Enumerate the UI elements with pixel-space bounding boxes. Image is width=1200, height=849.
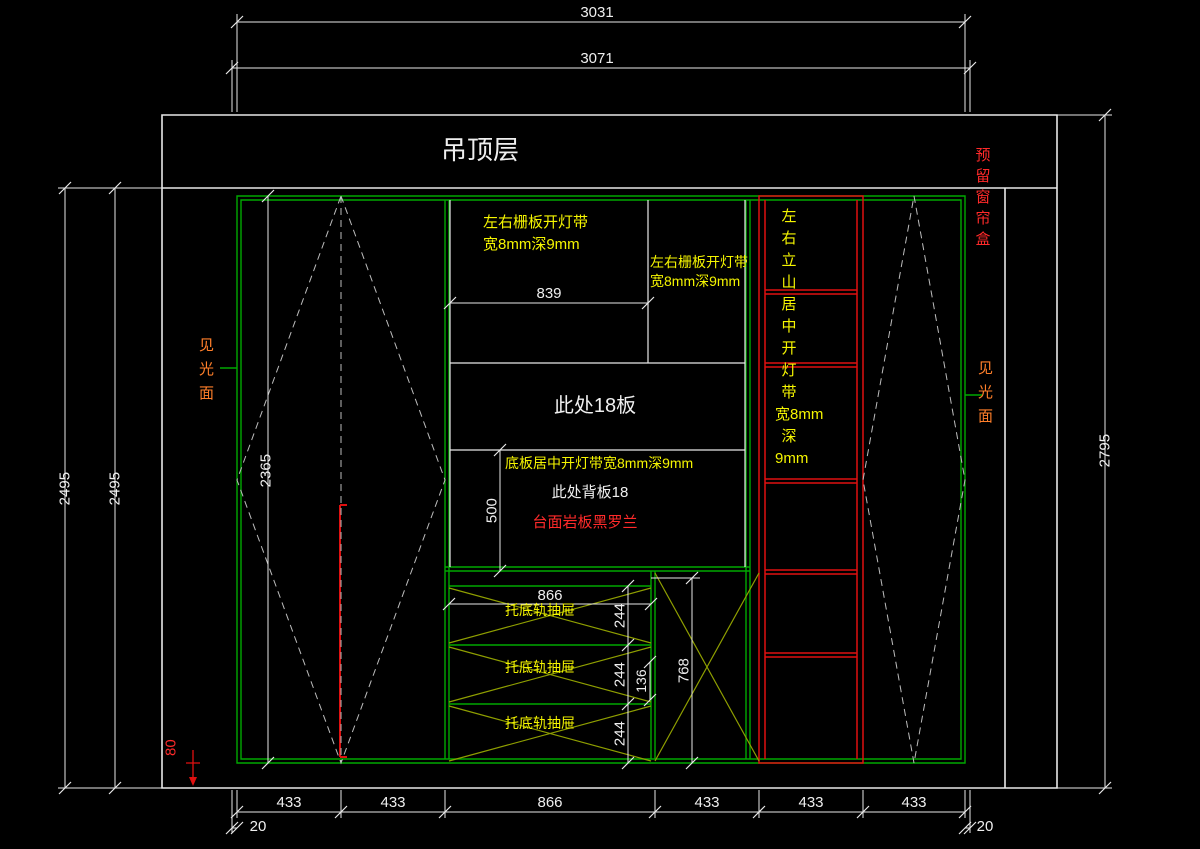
drawer-label-3: 托底轨抽屉 — [505, 715, 575, 731]
dim-bottom-5: 433 — [798, 794, 824, 811]
door-swing-dashed — [236, 194, 966, 765]
light-face-left-note: 见 光 面 — [199, 337, 215, 402]
lamp-strip-note-1: 左右栅板开灯带 宽8mm深9mm — [483, 214, 589, 253]
door-handle-line — [339, 504, 347, 758]
dim-bottom-2: 433 — [380, 794, 406, 811]
drawer-label-1: 托底轨抽屉 — [505, 602, 575, 618]
dimension-ticks — [58, 15, 1112, 835]
dim-80: 80 — [162, 739, 180, 756]
red-tall-cabinet — [186, 195, 864, 786]
dim-2495-outer: 2495 — [56, 471, 74, 506]
drawer-diagonals — [448, 572, 760, 762]
light-face-right-note: 见 光 面 — [978, 360, 994, 425]
dim-244-3: 244 — [611, 721, 629, 747]
countertop-note: 台面岩板黑罗兰 — [532, 514, 638, 531]
dim-2795: 2795 — [1096, 433, 1114, 468]
bottom-lamp-strip-note: 底板居中开灯带宽8mm深9mm — [505, 455, 694, 471]
panel-18-note: 此处18板 — [553, 395, 637, 417]
shelf-boxes — [449, 200, 746, 567]
dim-bottom-3: 866 — [537, 794, 563, 811]
cabinet-carcass — [220, 195, 982, 764]
curtain-box-note: 预 留 窗 帘 盒 — [975, 147, 991, 248]
dim-136: 136 — [632, 669, 649, 693]
dim-3071: 3071 — [580, 50, 614, 67]
dim-bottom-1: 433 — [276, 794, 302, 811]
drawer-label-2: 托底轨抽屉 — [505, 659, 575, 675]
dim-bottom-4: 433 — [694, 794, 720, 811]
toe-kick-arrow — [189, 777, 197, 786]
ceiling-layer-label: 吊顶层 — [440, 135, 519, 165]
side-lamp-strip-note: 左 右 立 山 居 中 开 灯 带 宽8mm 深 9mm — [775, 208, 824, 467]
dim-2495-inner: 2495 — [106, 471, 124, 506]
dim-20-right: 20 — [976, 818, 994, 835]
dim-20-left: 20 — [249, 818, 267, 835]
dim-500: 500 — [483, 498, 501, 524]
back-panel-note: 此处背板18 — [551, 484, 629, 501]
lamp-strip-note-2: 左右栅板开灯带 宽8mm深9mm — [650, 254, 748, 289]
dimension-lines — [58, 14, 1112, 835]
dim-866: 866 — [537, 587, 563, 604]
dim-2365: 2365 — [257, 453, 275, 488]
dim-bottom-6: 433 — [901, 794, 927, 811]
dim-3031: 3031 — [580, 4, 614, 21]
dim-768: 768 — [675, 658, 693, 684]
dim-839: 839 — [536, 285, 562, 302]
